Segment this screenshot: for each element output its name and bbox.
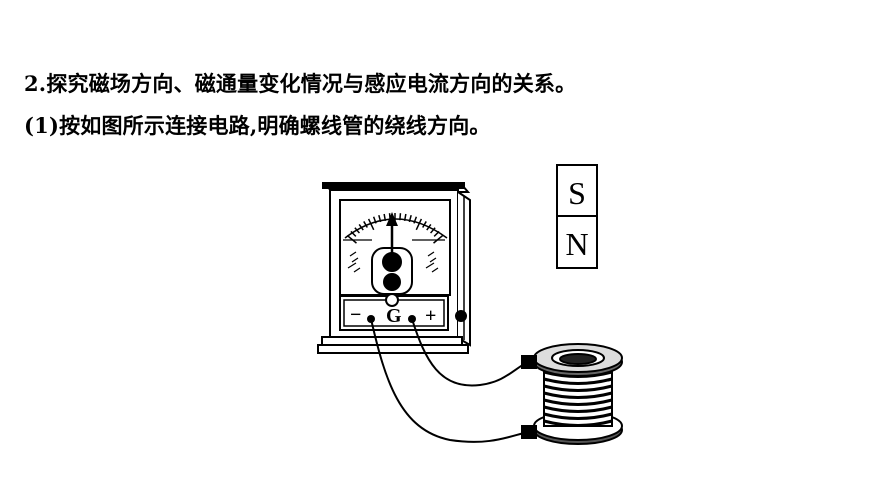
- coil-winding: [543, 391, 613, 399]
- dial-tick: [378, 214, 382, 223]
- dial-tick: [413, 216, 418, 224]
- dial-tick: [350, 230, 357, 237]
- dial-tick: [346, 234, 357, 244]
- dial-tick: [403, 213, 407, 221]
- dial-tick: [367, 218, 375, 231]
- minus-terminal-label: −: [350, 304, 361, 326]
- dial-tick: [433, 230, 440, 237]
- dial-decoration: [343, 239, 445, 273]
- solenoid: [521, 343, 623, 445]
- dial-tick: [383, 213, 387, 221]
- dial-tick: [430, 227, 436, 234]
- dial-tick: [408, 214, 412, 223]
- magnet-north-pole-label: N: [565, 226, 588, 262]
- dial-tick: [415, 218, 423, 231]
- dial-tick: [433, 234, 444, 244]
- bar-magnet: S N: [556, 164, 598, 269]
- coil-winding: [543, 398, 613, 406]
- dial-tick: [363, 221, 368, 228]
- instruction-line-1: 2.探究磁场方向、磁通量变化情况与感应电流方向的关系。: [24, 71, 577, 96]
- coil-winding: [543, 405, 613, 413]
- magnet-south-pole-label: S: [568, 175, 586, 211]
- dial-tick: [358, 223, 364, 231]
- dial-tick: [399, 213, 402, 221]
- dial-tick: [426, 223, 432, 231]
- coil-winding: [543, 419, 613, 427]
- dial-tick: [354, 227, 360, 234]
- coil-winding: [543, 377, 613, 385]
- coil-winding: [543, 384, 613, 392]
- dial-tick: [422, 221, 427, 228]
- instruction-line-2: (1)按如图所示连接电路,明确螺线管的绕线方向。: [24, 113, 491, 138]
- galvanometer-label: G: [386, 305, 402, 327]
- galvanometer-pointer: [386, 212, 398, 262]
- dial-tick: [372, 216, 377, 224]
- connecting-wires: [370, 318, 529, 443]
- plus-terminal-label: +: [425, 305, 436, 327]
- coil-winding: [543, 412, 613, 420]
- galvanometer: [317, 182, 471, 354]
